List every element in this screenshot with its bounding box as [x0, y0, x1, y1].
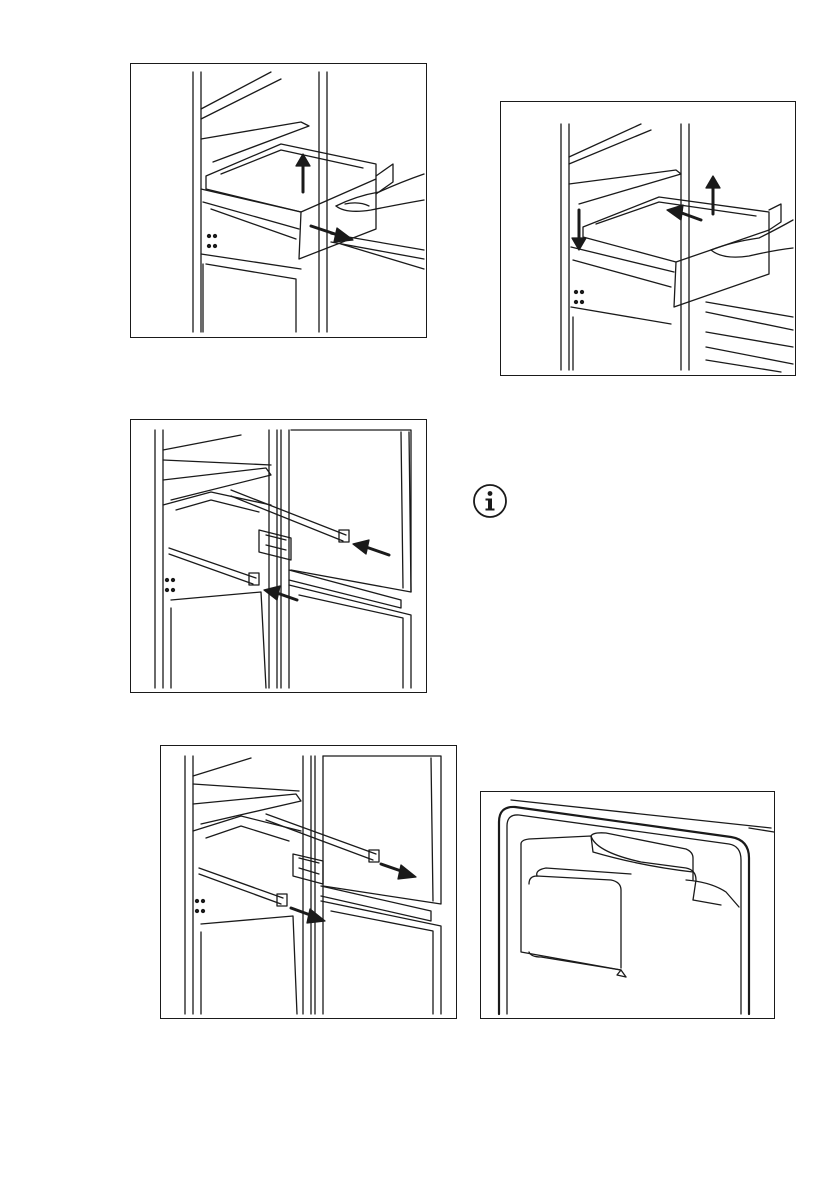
info-icon: [472, 483, 508, 519]
figure-dispenser-cover: [480, 791, 775, 1019]
figure-rails-pull-out: [160, 745, 457, 1019]
figure-drawer-pull-out: [130, 63, 427, 338]
figure-drawer-lift: [500, 101, 796, 376]
figure-rails-push-in: [130, 419, 427, 693]
